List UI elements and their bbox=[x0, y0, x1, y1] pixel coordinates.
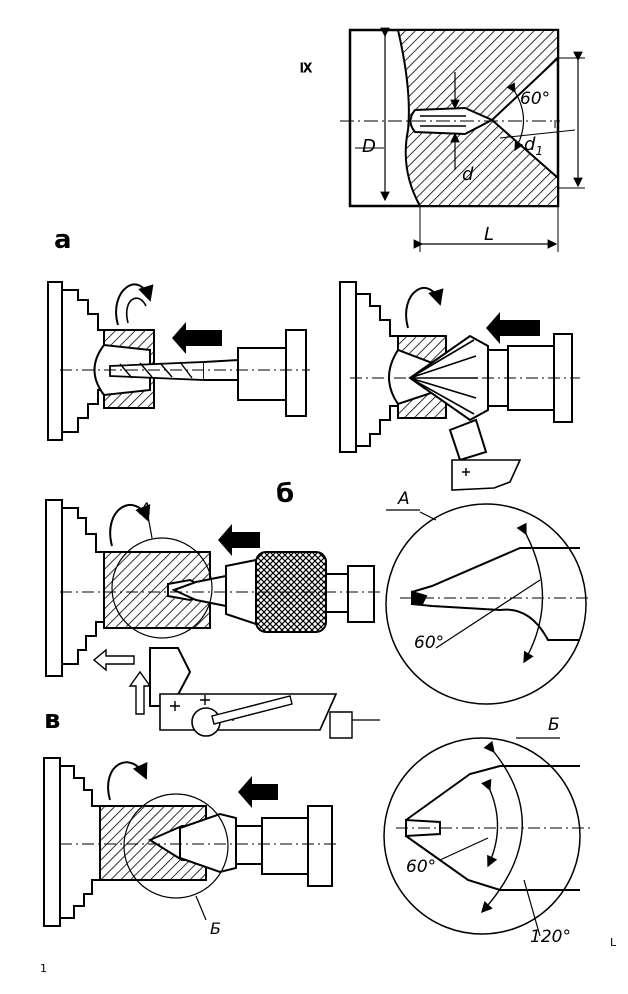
zoom-detail-B bbox=[383, 737, 590, 937]
panel-v-label: в bbox=[44, 705, 60, 735]
panel-a-countersinking bbox=[339, 281, 580, 491]
corner-mark: IX bbox=[300, 61, 312, 75]
panel-a-label: a bbox=[54, 225, 72, 255]
zoom-B-angle-120: 120° bbox=[530, 927, 571, 947]
zoom-A-title: A bbox=[397, 489, 410, 509]
panel-b-callout-label: A bbox=[139, 499, 151, 518]
dim-d1-label: d1 bbox=[524, 134, 543, 158]
margin-mark-right: L bbox=[610, 936, 617, 949]
panel-v-callout-label: Б bbox=[210, 919, 221, 938]
dim-L-label: L bbox=[484, 224, 494, 245]
dim-D-label: D bbox=[362, 136, 376, 157]
panel-v-chamfering bbox=[43, 757, 340, 927]
zoom-B-angle-60: 60° bbox=[406, 857, 436, 877]
zoom-detail-A bbox=[385, 503, 590, 705]
panel-b-label: б bbox=[276, 479, 294, 509]
zoom-B-title: Б bbox=[548, 715, 560, 735]
panel-a-drilling bbox=[47, 281, 310, 441]
panel-b-center-drilling bbox=[45, 499, 380, 739]
zoom-A-angle: 60° bbox=[414, 633, 444, 653]
center-hole-section: IX D d d1 L 60° bbox=[300, 27, 585, 252]
dim-d-label: d bbox=[462, 164, 474, 185]
margin-mark-left: 1 bbox=[40, 962, 47, 975]
angle-60-label: 60° bbox=[520, 89, 550, 109]
